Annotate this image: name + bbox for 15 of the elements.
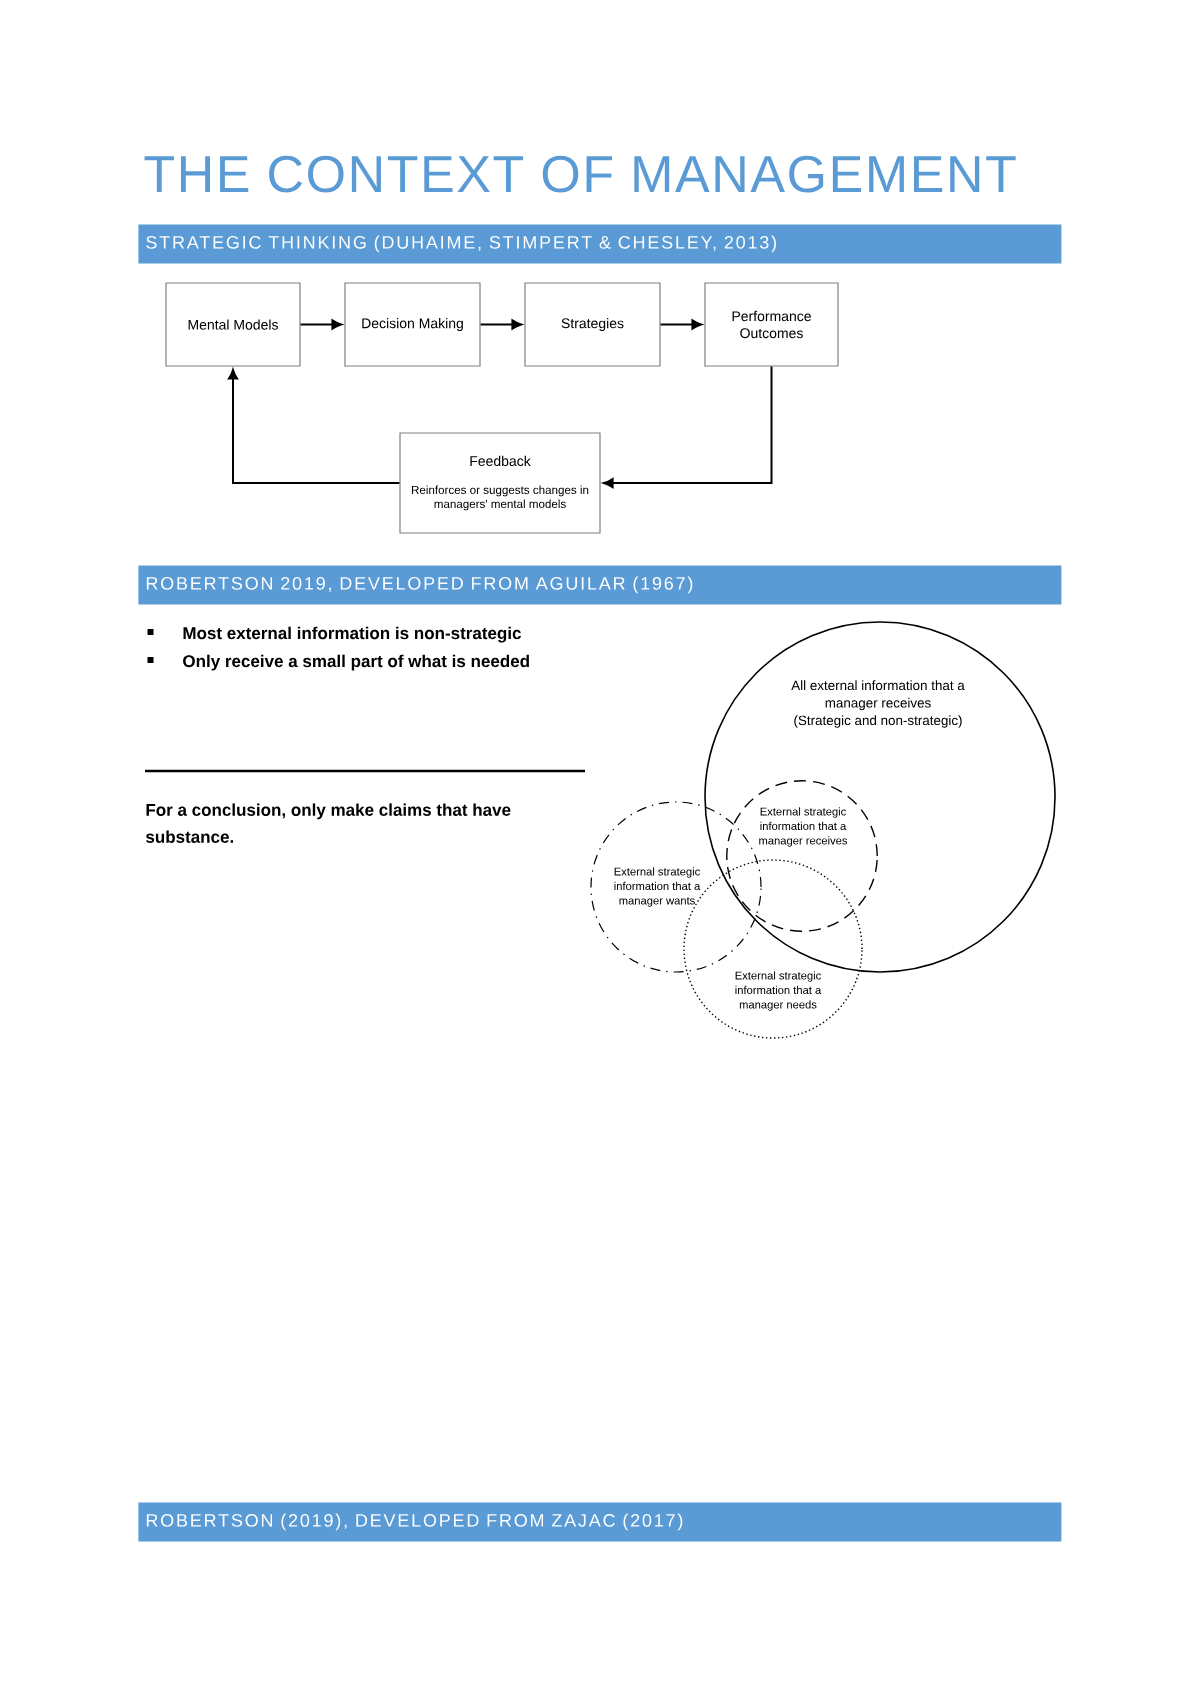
process-box: Decision Making <box>344 282 481 367</box>
arrow <box>603 365 773 489</box>
process-box: Strategies <box>524 282 661 367</box>
bullet-text: Only receive a small part of what is needed <box>183 654 529 671</box>
process-box: Feedback Reinforces or suggests changes in managers' mental models <box>399 432 601 534</box>
arrow <box>299 319 342 330</box>
process-box: Mental Models <box>165 282 301 367</box>
bullet-text: Most external information is non-strategic <box>183 626 521 643</box>
process-box: Performance Outcomes <box>704 282 839 367</box>
section-header-band: STRATEGIC THINKING (DUHAIME, STIMPERT & CHESLEY, 2013) <box>138 224 1062 264</box>
arrow <box>227 369 401 484</box>
page-title: THE CONTEXT OF MANAGEMENT <box>144 155 1016 193</box>
section-header-band: ROBERTSON (2019), DEVELOPED FROM ZAJAC (2017) <box>138 1502 1062 1542</box>
section-header-band: ROBERTSON 2019, DEVELOPED FROM AGUILAR (1967) <box>138 565 1062 605</box>
note-text: For a conclusion, only make claims that have substance. <box>146 803 511 843</box>
